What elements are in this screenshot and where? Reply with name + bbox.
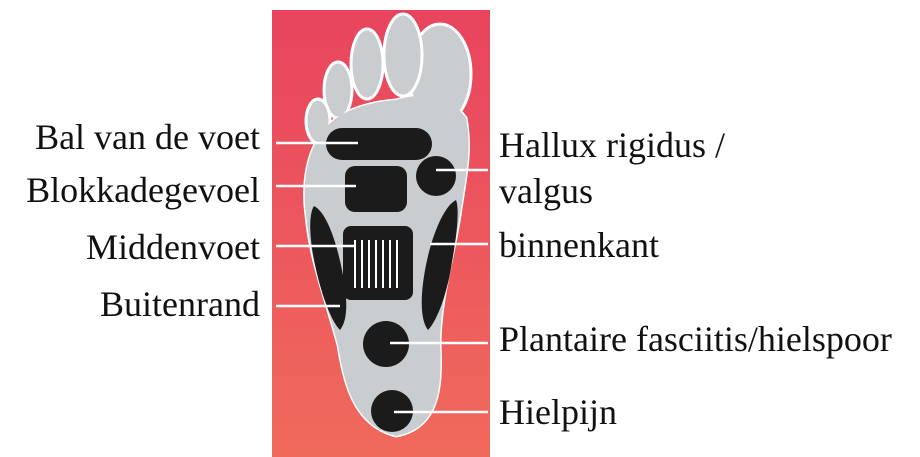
label-middenvoet: Middenvoet [86, 228, 260, 266]
toe-3 [351, 29, 383, 99]
label-hallux-line2: valgus [499, 168, 725, 214]
zone-midfoot [343, 226, 413, 300]
label-hielpijn: Hielpijn [499, 393, 617, 431]
label-plantaire-fasciitis: Plantaire fasciitis/hielspoor [499, 320, 892, 358]
label-blokkadegevoel: Blokkadegevoel [26, 171, 260, 209]
toe-2 [384, 14, 422, 96]
label-hallux-line1: Hallux rigidus / [499, 122, 725, 168]
label-hallux: Hallux rigidus / valgus [499, 122, 725, 214]
midfoot-lines [355, 240, 397, 288]
label-buitenrand: Buitenrand [100, 285, 260, 323]
zone-hallux [416, 156, 456, 196]
zone-blockage [345, 166, 407, 212]
label-bal-van-de-voet: Bal van de voet [35, 118, 260, 156]
label-binnenkant: binnenkant [499, 226, 659, 264]
